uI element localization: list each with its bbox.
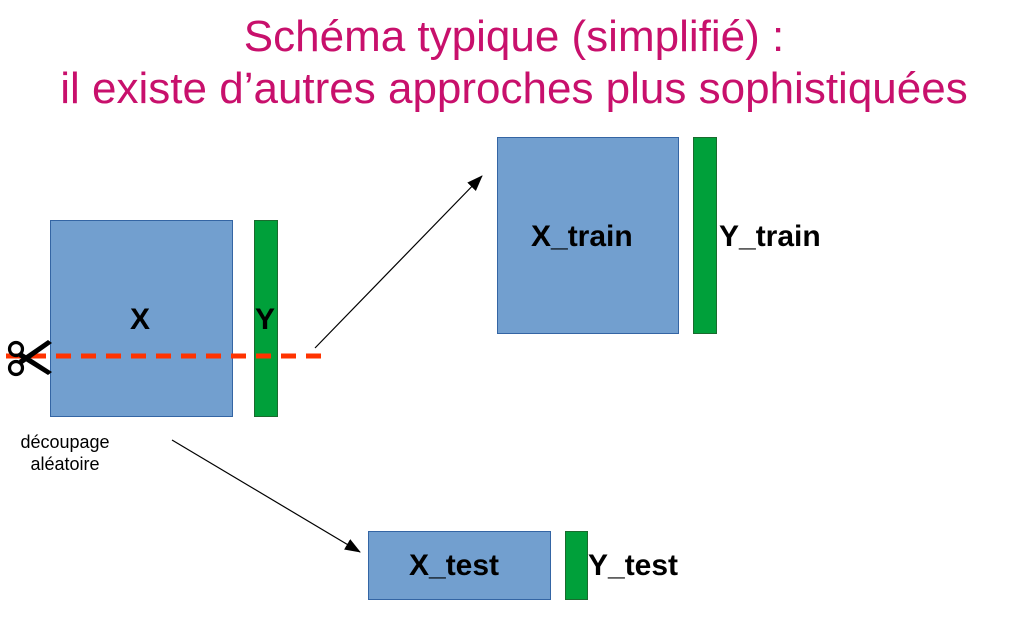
arrow-to-train xyxy=(314,175,483,349)
y-test-box xyxy=(565,531,588,600)
title-line-1: Schéma typique (simplifié) : xyxy=(243,12,785,61)
y-label: Y xyxy=(255,303,276,336)
y-vector-box xyxy=(254,220,278,417)
y-train-box xyxy=(693,137,717,334)
x-test-box xyxy=(368,531,551,600)
x-train-label: X_train xyxy=(531,220,633,253)
x-test-label: X_test xyxy=(409,549,500,582)
title-line-2: il existe d’autres approches plus sophis… xyxy=(60,64,968,113)
x-train-box xyxy=(497,137,679,334)
y-test-label: Y_test xyxy=(588,549,679,582)
scissors-icon xyxy=(7,340,52,377)
cut-caption-line-2: aléatoire xyxy=(30,454,100,474)
arrow-to-test xyxy=(171,439,361,553)
x-matrix-box xyxy=(50,220,233,417)
x-label: X xyxy=(130,303,151,336)
cut-caption-line-1: découpage xyxy=(20,432,110,452)
y-train-label: Y_train xyxy=(719,220,821,253)
